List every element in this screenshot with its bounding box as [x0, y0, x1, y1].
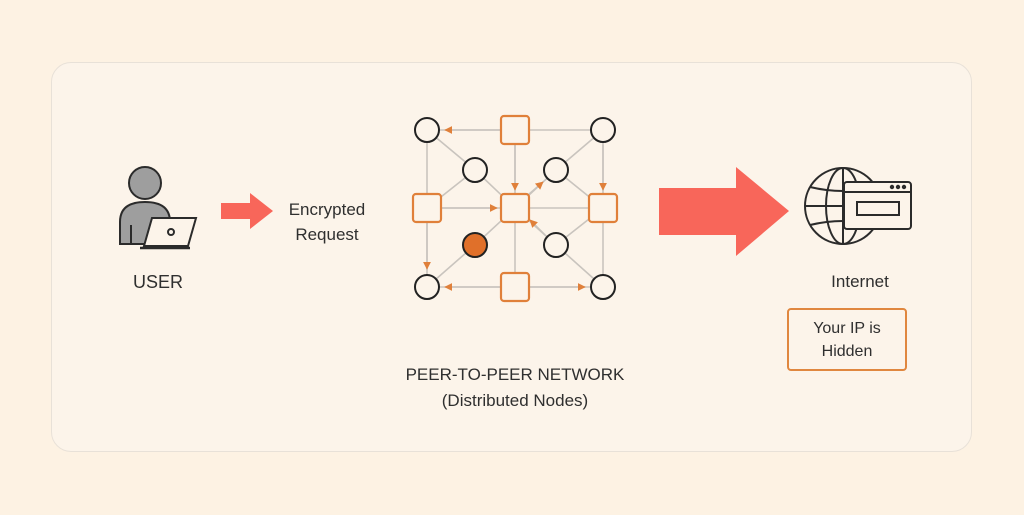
network-arrows	[423, 126, 607, 291]
network-nodes	[411, 114, 619, 303]
network-title: PEER-TO-PEER NETWORK	[405, 365, 625, 384]
globe-browser-icon	[804, 167, 912, 245]
user-with-laptop-icon	[119, 166, 198, 250]
request-line-1: Encrypted	[288, 200, 366, 219]
encrypted-request-label: Encrypted Request	[272, 197, 382, 247]
user-label: USER	[132, 272, 183, 292]
request-line-2: Request	[295, 225, 359, 244]
ip-hidden-line-1: Your IP is	[813, 319, 881, 337]
network-subtitle: (Distributed Nodes)	[441, 391, 589, 410]
network-caption: PEER-TO-PEER NETWORK (Distributed Nodes)	[370, 362, 660, 414]
request-arrow-icon	[221, 193, 273, 229]
large-forward-arrow-icon	[659, 167, 789, 256]
peer-node	[414, 117, 616, 300]
active-peer-node	[462, 232, 488, 258]
ip-hidden-badge: Your IP is Hidden	[787, 308, 907, 371]
relay-node	[411, 114, 619, 303]
internet-label: Internet	[831, 272, 889, 291]
ip-hidden-line-2: Hidden	[821, 342, 873, 360]
